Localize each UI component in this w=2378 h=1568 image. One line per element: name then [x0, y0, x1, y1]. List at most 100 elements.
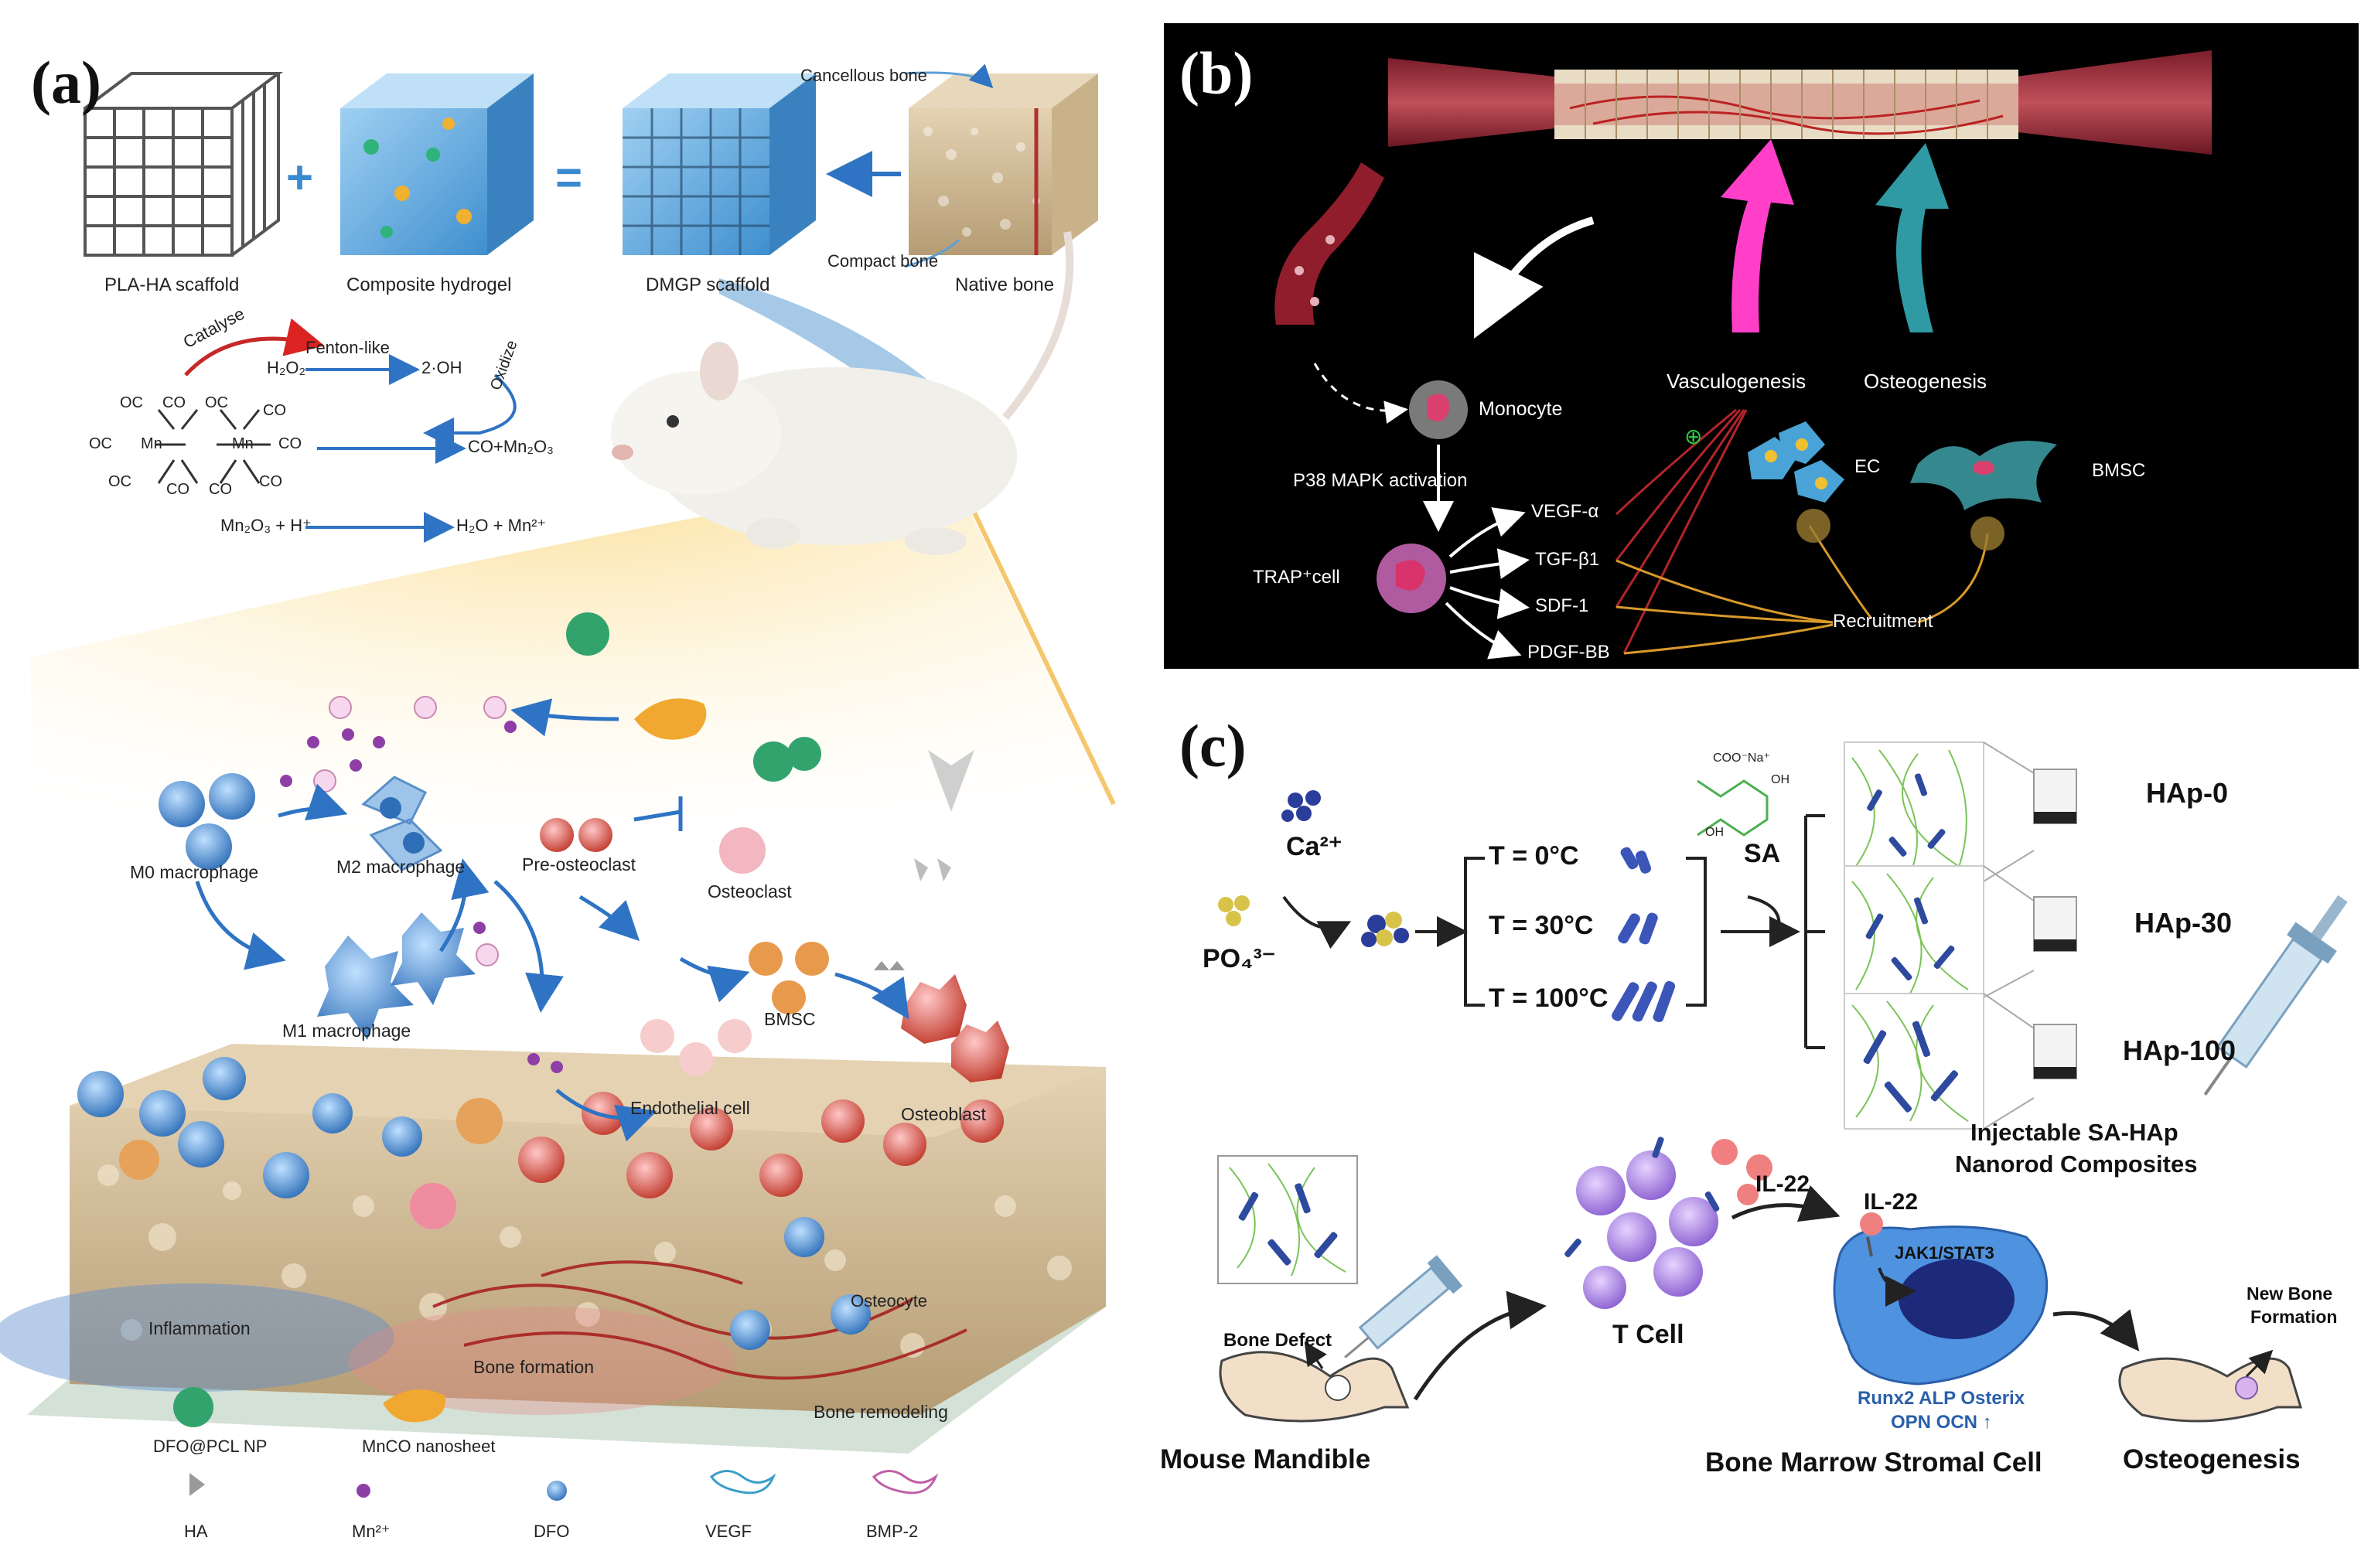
panel-a-letter: (a)	[31, 49, 101, 116]
chemistry-scheme	[155, 318, 517, 543]
h2o-mn-label: H₂O + Mn²⁺	[456, 516, 547, 535]
m1-label: M1 macrophage	[282, 1021, 411, 1041]
osteoblast-label: Osteoblast	[901, 1104, 986, 1124]
hydrogel-boxes	[1844, 741, 2077, 1130]
bmsc-full-label: Bone Marrow Stromal Cell	[1705, 1447, 2042, 1478]
legend-dfo-pcl: DFO@PCL NP	[153, 1437, 268, 1456]
co-label-5: CO	[209, 481, 232, 498]
bone-formation-label: Bone formation	[473, 1357, 594, 1377]
plus-sign-b: ⊕	[1684, 424, 1703, 448]
new-bone-mandible	[2118, 1349, 2303, 1423]
oc-label-3: OC	[89, 435, 112, 452]
mouse-mandible-label: Mouse Mandible	[1160, 1444, 1371, 1474]
legend-vegf: VEGF	[705, 1522, 752, 1541]
mouse-mandible	[1217, 1155, 1463, 1423]
il22-label-b: IL-22	[1864, 1189, 1919, 1215]
il22-label-a: IL-22	[1755, 1171, 1810, 1197]
legend-icons	[173, 1387, 939, 1501]
ec-cluster	[1748, 421, 1844, 543]
composite-hydrogel	[340, 73, 534, 255]
ca-label: Ca²⁺	[1286, 832, 1343, 861]
oc-label-4: OC	[108, 473, 131, 490]
bmsc-cell	[1910, 441, 2057, 551]
osteoclast-label: Osteoclast	[708, 881, 792, 902]
sa-label: SA	[1744, 839, 1781, 868]
compact-label: Compact bone	[827, 251, 939, 271]
native-bone-label: Native bone	[955, 274, 1055, 295]
syringe-right	[2203, 895, 2348, 1096]
co-label-4: CO	[166, 481, 189, 498]
co-label-1: CO	[162, 394, 186, 411]
nanorods	[1612, 847, 1676, 1023]
new-bone-label-1: New Bone	[2247, 1283, 2333, 1304]
legend-dfo: DFO	[534, 1522, 570, 1541]
m2-label: M2 macrophage	[336, 857, 466, 877]
magenta-arrow	[1721, 139, 1794, 332]
legend-bmp2: BMP-2	[866, 1522, 919, 1541]
p38-label: P38 MAPK activation	[1293, 470, 1468, 491]
bone-remodeling-label: Bone remodeling	[814, 1402, 948, 1422]
legend-mnco: MnCO nanosheet	[362, 1437, 496, 1456]
injectable-label-2: Nanorod Composites	[1955, 1150, 2198, 1178]
runx-label: Runx2 ALP Osterix	[1858, 1388, 2025, 1409]
opn-label: OPN OCN ↑	[1891, 1412, 1992, 1433]
jak-stat-label: JAK1/STAT3	[1895, 1243, 1994, 1263]
sdf1-label: SDF-1	[1535, 595, 1589, 616]
po4-particles	[1218, 895, 1250, 926]
sa-oh-2: OH	[1705, 826, 1724, 839]
plus-sign: +	[286, 152, 314, 203]
pre-osteoclast-label: Pre-osteoclast	[522, 854, 636, 874]
equals-sign: =	[555, 152, 583, 203]
m0-label: M0 macrophage	[130, 862, 259, 882]
inflammation-label: Inflammation	[148, 1318, 251, 1338]
legend-ha: HA	[184, 1522, 208, 1541]
bone-bar	[1388, 50, 2212, 155]
co-mn2o3-label: CO+Mn₂O₃	[468, 437, 554, 456]
native-bone	[909, 73, 1098, 255]
oh-label: 2·OH	[421, 358, 462, 377]
co-label-3: CO	[278, 435, 302, 452]
cell-cluster	[159, 612, 1009, 1082]
white-arrow	[1474, 216, 1595, 339]
pla-ha-label: PLA-HA scaffold	[104, 274, 240, 295]
ec-label: EC	[1854, 456, 1881, 477]
panel-a-arrows	[195, 698, 909, 1142]
mn-label-1: Mn	[141, 435, 162, 452]
t30-label: T = 30°C	[1489, 911, 1594, 940]
fenton-label: Fenton-like	[305, 338, 390, 357]
bone-marrow-stromal-cell	[1833, 1212, 2049, 1386]
tgf-b1-label: TGF-β1	[1535, 549, 1600, 570]
new-bone-label-2: Formation	[2250, 1307, 2338, 1327]
osteogenesis-label-b: Osteogenesis	[1864, 370, 1987, 393]
rat-illustration	[611, 231, 1074, 555]
t-cell-label: T Cell	[1612, 1320, 1684, 1349]
sa-formula-top: COO⁻Na⁺	[1713, 752, 1770, 765]
mn-label-2: Mn	[232, 435, 254, 452]
recruitment-label: Recruitment	[1833, 611, 1933, 632]
bone-defect-label: Bone Defect	[1223, 1330, 1332, 1351]
t-cells	[1564, 1137, 1772, 1309]
dmgp-scaffold	[623, 73, 816, 255]
glow-beam	[31, 472, 1106, 850]
teal-arrow	[1875, 143, 1949, 332]
hap0-label: HAp-0	[2146, 777, 2228, 809]
oc-label-2: OC	[205, 394, 228, 411]
trap-cell-label: TRAP⁺cell	[1253, 567, 1340, 588]
injectable-label-1: Injectable SA-HAp	[1970, 1119, 2178, 1146]
panel-b-letter: (b)	[1179, 39, 1254, 107]
panel-b	[1164, 23, 2359, 669]
panel-c	[1217, 741, 2348, 1423]
hap30-label: HAp-30	[2134, 907, 2233, 939]
ca-particles	[1281, 790, 1321, 822]
cancellous-label: Cancellous bone	[800, 66, 927, 85]
osteocyte-label: Osteocyte	[851, 1291, 928, 1311]
sa-structure	[1697, 779, 1769, 837]
panel-a	[0, 63, 1116, 1454]
co-label-6: CO	[259, 473, 282, 490]
legend-mn2: Mn²⁺	[352, 1522, 391, 1541]
h2o2-label: H₂O₂	[267, 358, 306, 377]
po4-label: PO₄³⁻	[1203, 944, 1276, 973]
nucleation-cluster	[1361, 912, 1409, 947]
t100-label: T = 100°C	[1489, 983, 1609, 1013]
